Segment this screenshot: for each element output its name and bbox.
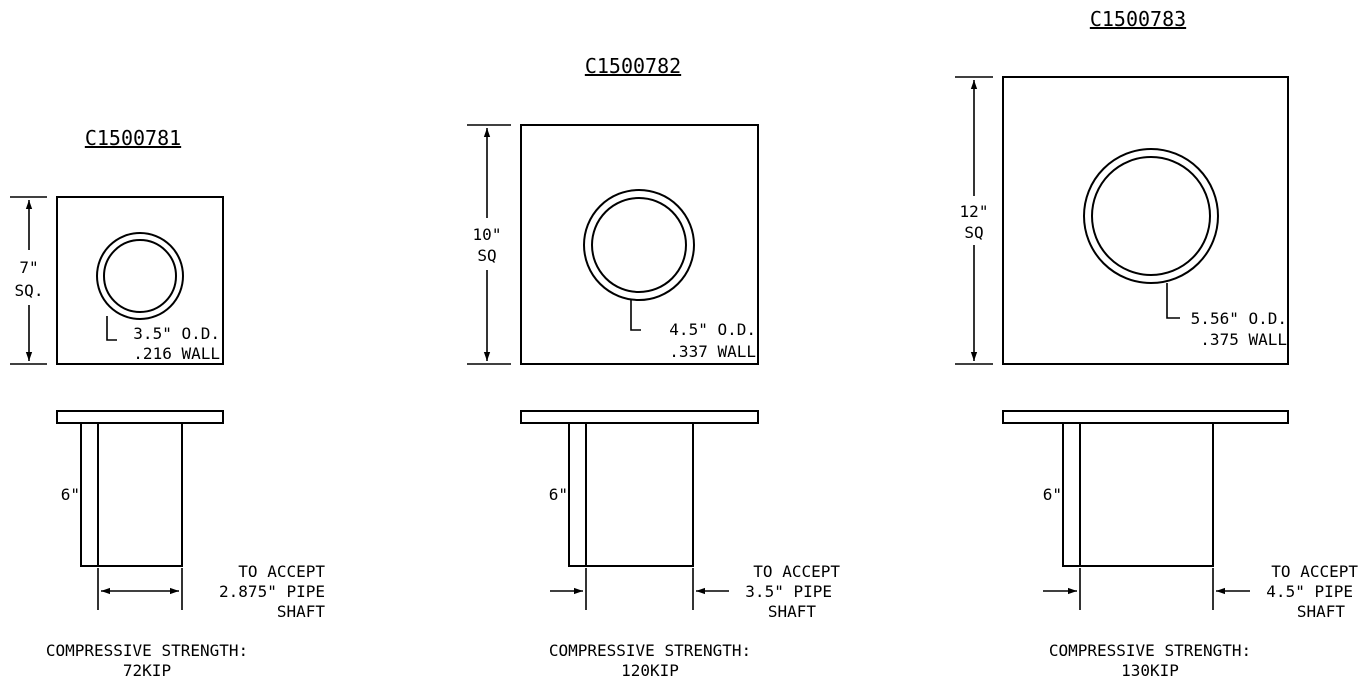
side-view-1: 6" TO ACCEPT 2.875" PIPE SHAFT bbox=[56, 410, 326, 621]
plate-outline-3 bbox=[1002, 76, 1289, 365]
accept-label-2: SHAFT bbox=[768, 602, 817, 621]
part-number-2: C1500782 bbox=[585, 54, 681, 78]
plate-side-3 bbox=[1002, 410, 1289, 424]
plate-outline-1 bbox=[56, 196, 224, 365]
pipe-side-1 bbox=[80, 422, 183, 567]
height-label-1: 6" bbox=[61, 485, 80, 504]
height-label-3: 6" bbox=[1043, 485, 1062, 504]
strength-label-3: COMPRESSIVE STRENGTH: bbox=[1049, 641, 1251, 660]
pipe-outer-1 bbox=[96, 232, 184, 320]
leader-line-3 bbox=[1166, 283, 1180, 319]
leader-line-2 bbox=[630, 300, 641, 331]
plate-size-label-3: 12" bbox=[960, 202, 989, 221]
strength-label-1: COMPRESSIVE STRENGTH: bbox=[46, 641, 248, 660]
accept-label-1: TO ACCEPT bbox=[238, 562, 325, 581]
pipe-wall-label-1: .216 WALL bbox=[133, 344, 220, 363]
top-view-3: 12" SQ 5.56" O.D. .375 WALL bbox=[955, 76, 1289, 365]
part-number-1: C1500781 bbox=[85, 126, 181, 150]
strength-value-3: 130KIP bbox=[1121, 661, 1179, 680]
leader-line-1 bbox=[106, 316, 117, 341]
pipe-outer-3 bbox=[1083, 148, 1219, 284]
pipe-wall-label-3: .375 WALL bbox=[1200, 330, 1287, 349]
accept-label-3: SHAFT bbox=[1297, 602, 1346, 621]
strength-value-2: 120KIP bbox=[621, 661, 679, 680]
pipe-inner-1 bbox=[103, 239, 177, 313]
accept-label-1: 2.875" PIPE bbox=[219, 582, 325, 601]
plate-side-2 bbox=[520, 410, 759, 424]
strength-label-2: COMPRESSIVE STRENGTH: bbox=[549, 641, 751, 660]
top-view-1: 7" SQ. 3.5" O.D. .216 WALL bbox=[10, 196, 224, 365]
plate-assembly-1: C1500781 7" SQ. 3.5" O.D. .216 WALL 6" bbox=[10, 126, 325, 680]
accept-label-2: 3.5" PIPE bbox=[745, 582, 832, 601]
strength-value-1: 72KIP bbox=[123, 661, 171, 680]
part-number-3: C1500783 bbox=[1090, 7, 1186, 31]
pipe-outer-2 bbox=[583, 189, 695, 301]
plate-size-label-2: 10" bbox=[473, 225, 502, 244]
accept-label-3: 4.5" PIPE bbox=[1266, 582, 1353, 601]
side-view-2: 6" TO ACCEPT 3.5" PIPE SHAFT bbox=[520, 410, 840, 621]
plate-assembly-2: C1500782 10" SQ 4.5" O.D. .337 WALL 6" T… bbox=[467, 54, 840, 680]
plate-outline-2 bbox=[520, 124, 759, 365]
plate-size-label-1: SQ. bbox=[15, 281, 44, 300]
accept-label-3: TO ACCEPT bbox=[1271, 562, 1358, 581]
pipe-inner-2 bbox=[591, 197, 687, 293]
pipe-side-2 bbox=[568, 422, 694, 567]
pipe-wall-label-2: .337 WALL bbox=[669, 342, 756, 361]
side-view-3: 6" TO ACCEPT 4.5" PIPE SHAFT bbox=[1002, 410, 1358, 621]
pipe-od-label-1: 3.5" O.D. bbox=[133, 324, 220, 343]
pipe-side-3 bbox=[1062, 422, 1214, 567]
plate-side-1 bbox=[56, 410, 224, 424]
pipe-od-label-2: 4.5" O.D. bbox=[669, 320, 756, 339]
pipe-inner-3 bbox=[1091, 156, 1211, 276]
plate-size-label-3: SQ bbox=[964, 223, 983, 242]
accept-label-1: SHAFT bbox=[277, 602, 326, 621]
plate-size-label-2: SQ bbox=[477, 246, 496, 265]
top-view-2: 10" SQ 4.5" O.D. .337 WALL bbox=[467, 124, 759, 365]
accept-label-2: TO ACCEPT bbox=[753, 562, 840, 581]
plate-size-label-1: 7" bbox=[19, 258, 38, 277]
height-label-2: 6" bbox=[549, 485, 568, 504]
pipe-od-label-3: 5.56" O.D. bbox=[1191, 309, 1287, 328]
plate-assembly-3: C1500783 12" SQ 5.56" O.D. .375 WALL 6" … bbox=[955, 7, 1358, 680]
